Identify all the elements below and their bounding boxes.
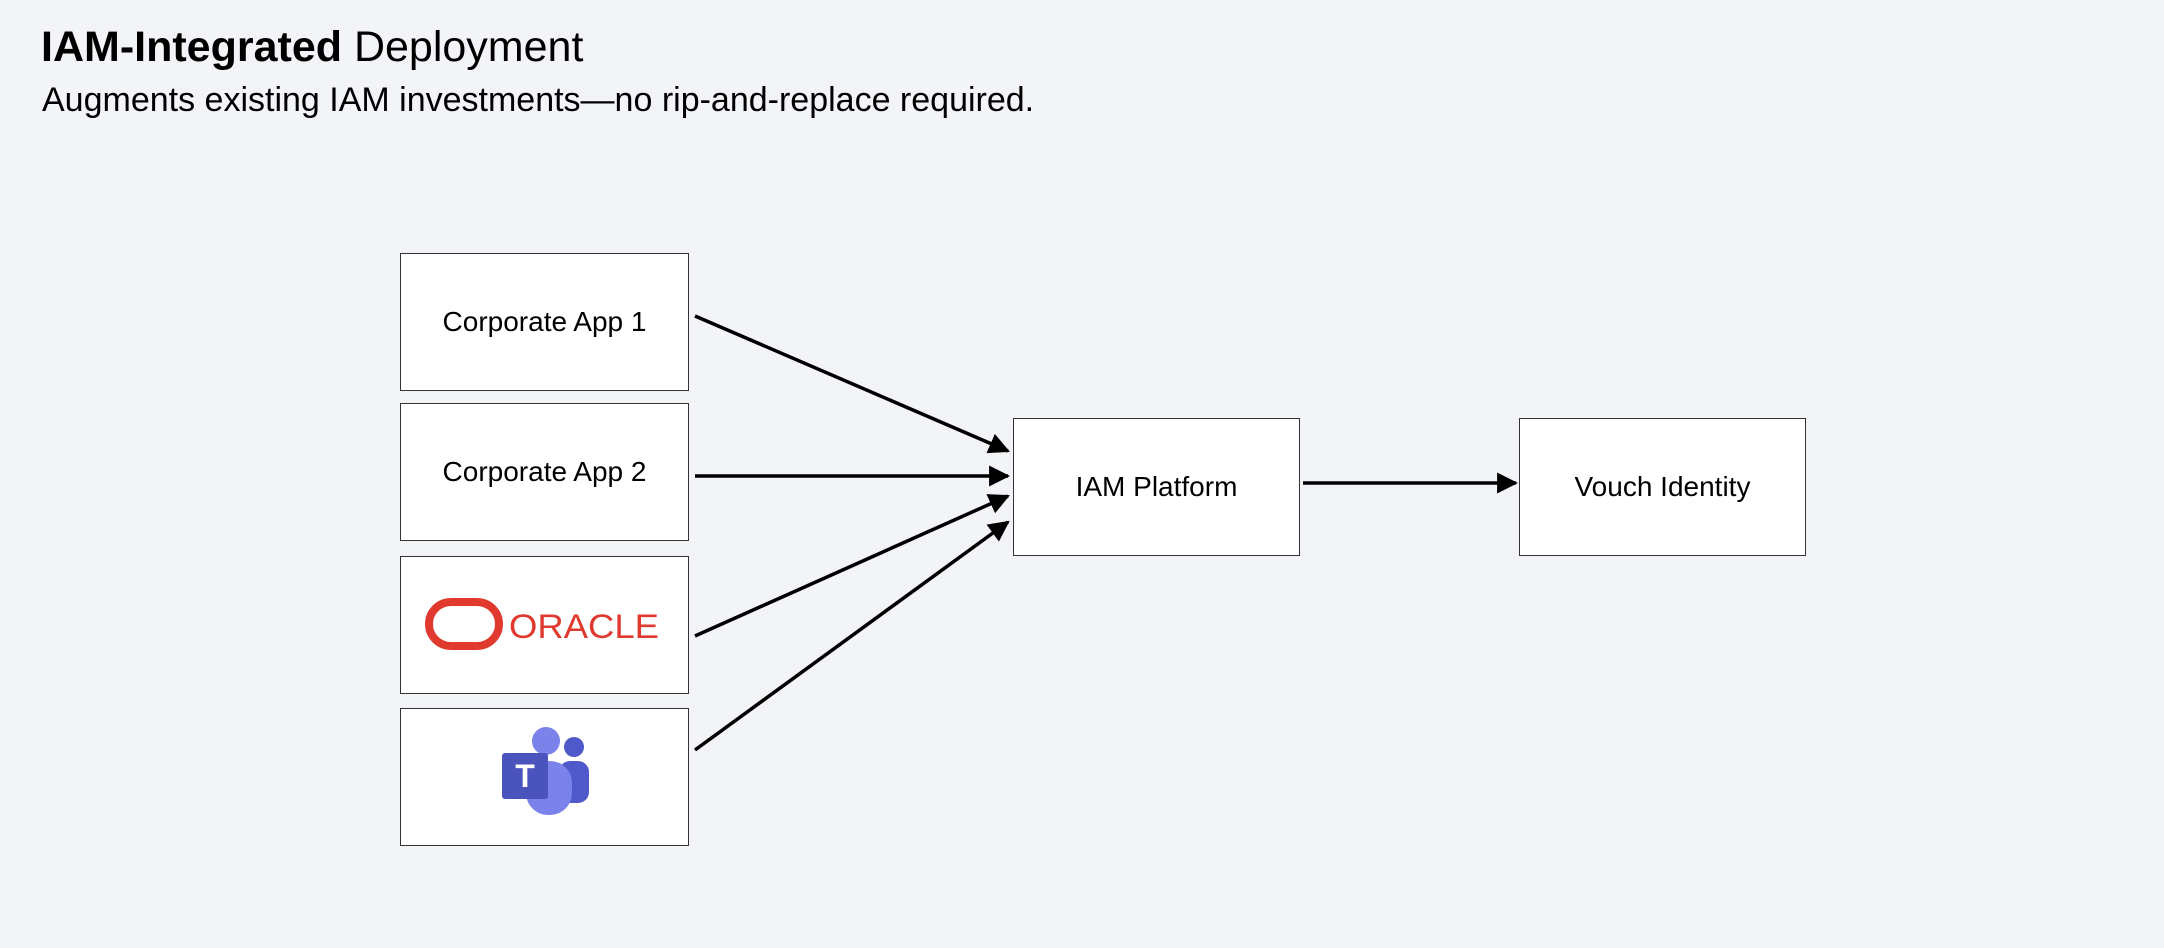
vouch-identity-node: Vouch Identity — [1519, 418, 1806, 556]
microsoft-teams-node: T — [400, 708, 689, 846]
iam-platform-node: IAM Platform — [1013, 418, 1300, 556]
page-subtitle: Augments existing IAM investments—no rip… — [42, 81, 1035, 119]
corporate-app-1-node: Corporate App 1 — [400, 253, 689, 391]
page-title: IAM-Integrated Deployment — [41, 18, 583, 76]
arrow-teams-to-iam — [693, 520, 1010, 752]
microsoft-teams-logo-icon: T — [501, 727, 589, 815]
corporate-app-2-node: Corporate App 2 — [400, 403, 689, 541]
vouch-identity-label: Vouch Identity — [1574, 471, 1751, 502]
oracle-node: ORACLE — [400, 556, 689, 694]
oracle-logo-text: ORACLE — [509, 608, 659, 646]
page-title-rest: Deployment — [342, 23, 584, 71]
teams-logo-letter: T — [515, 758, 535, 794]
corporate-app-2-label: Corporate App 2 — [442, 456, 647, 487]
arrow-oracle-to-iam — [694, 494, 1010, 638]
page-title-bold: IAM-Integrated — [41, 23, 342, 71]
oracle-logo-icon: ORACLE — [424, 598, 659, 650]
corporate-app-1-label: Corporate App 1 — [442, 306, 647, 337]
arrow-app1-to-iam — [694, 314, 1010, 454]
iam-platform-label: IAM Platform — [1075, 471, 1238, 502]
